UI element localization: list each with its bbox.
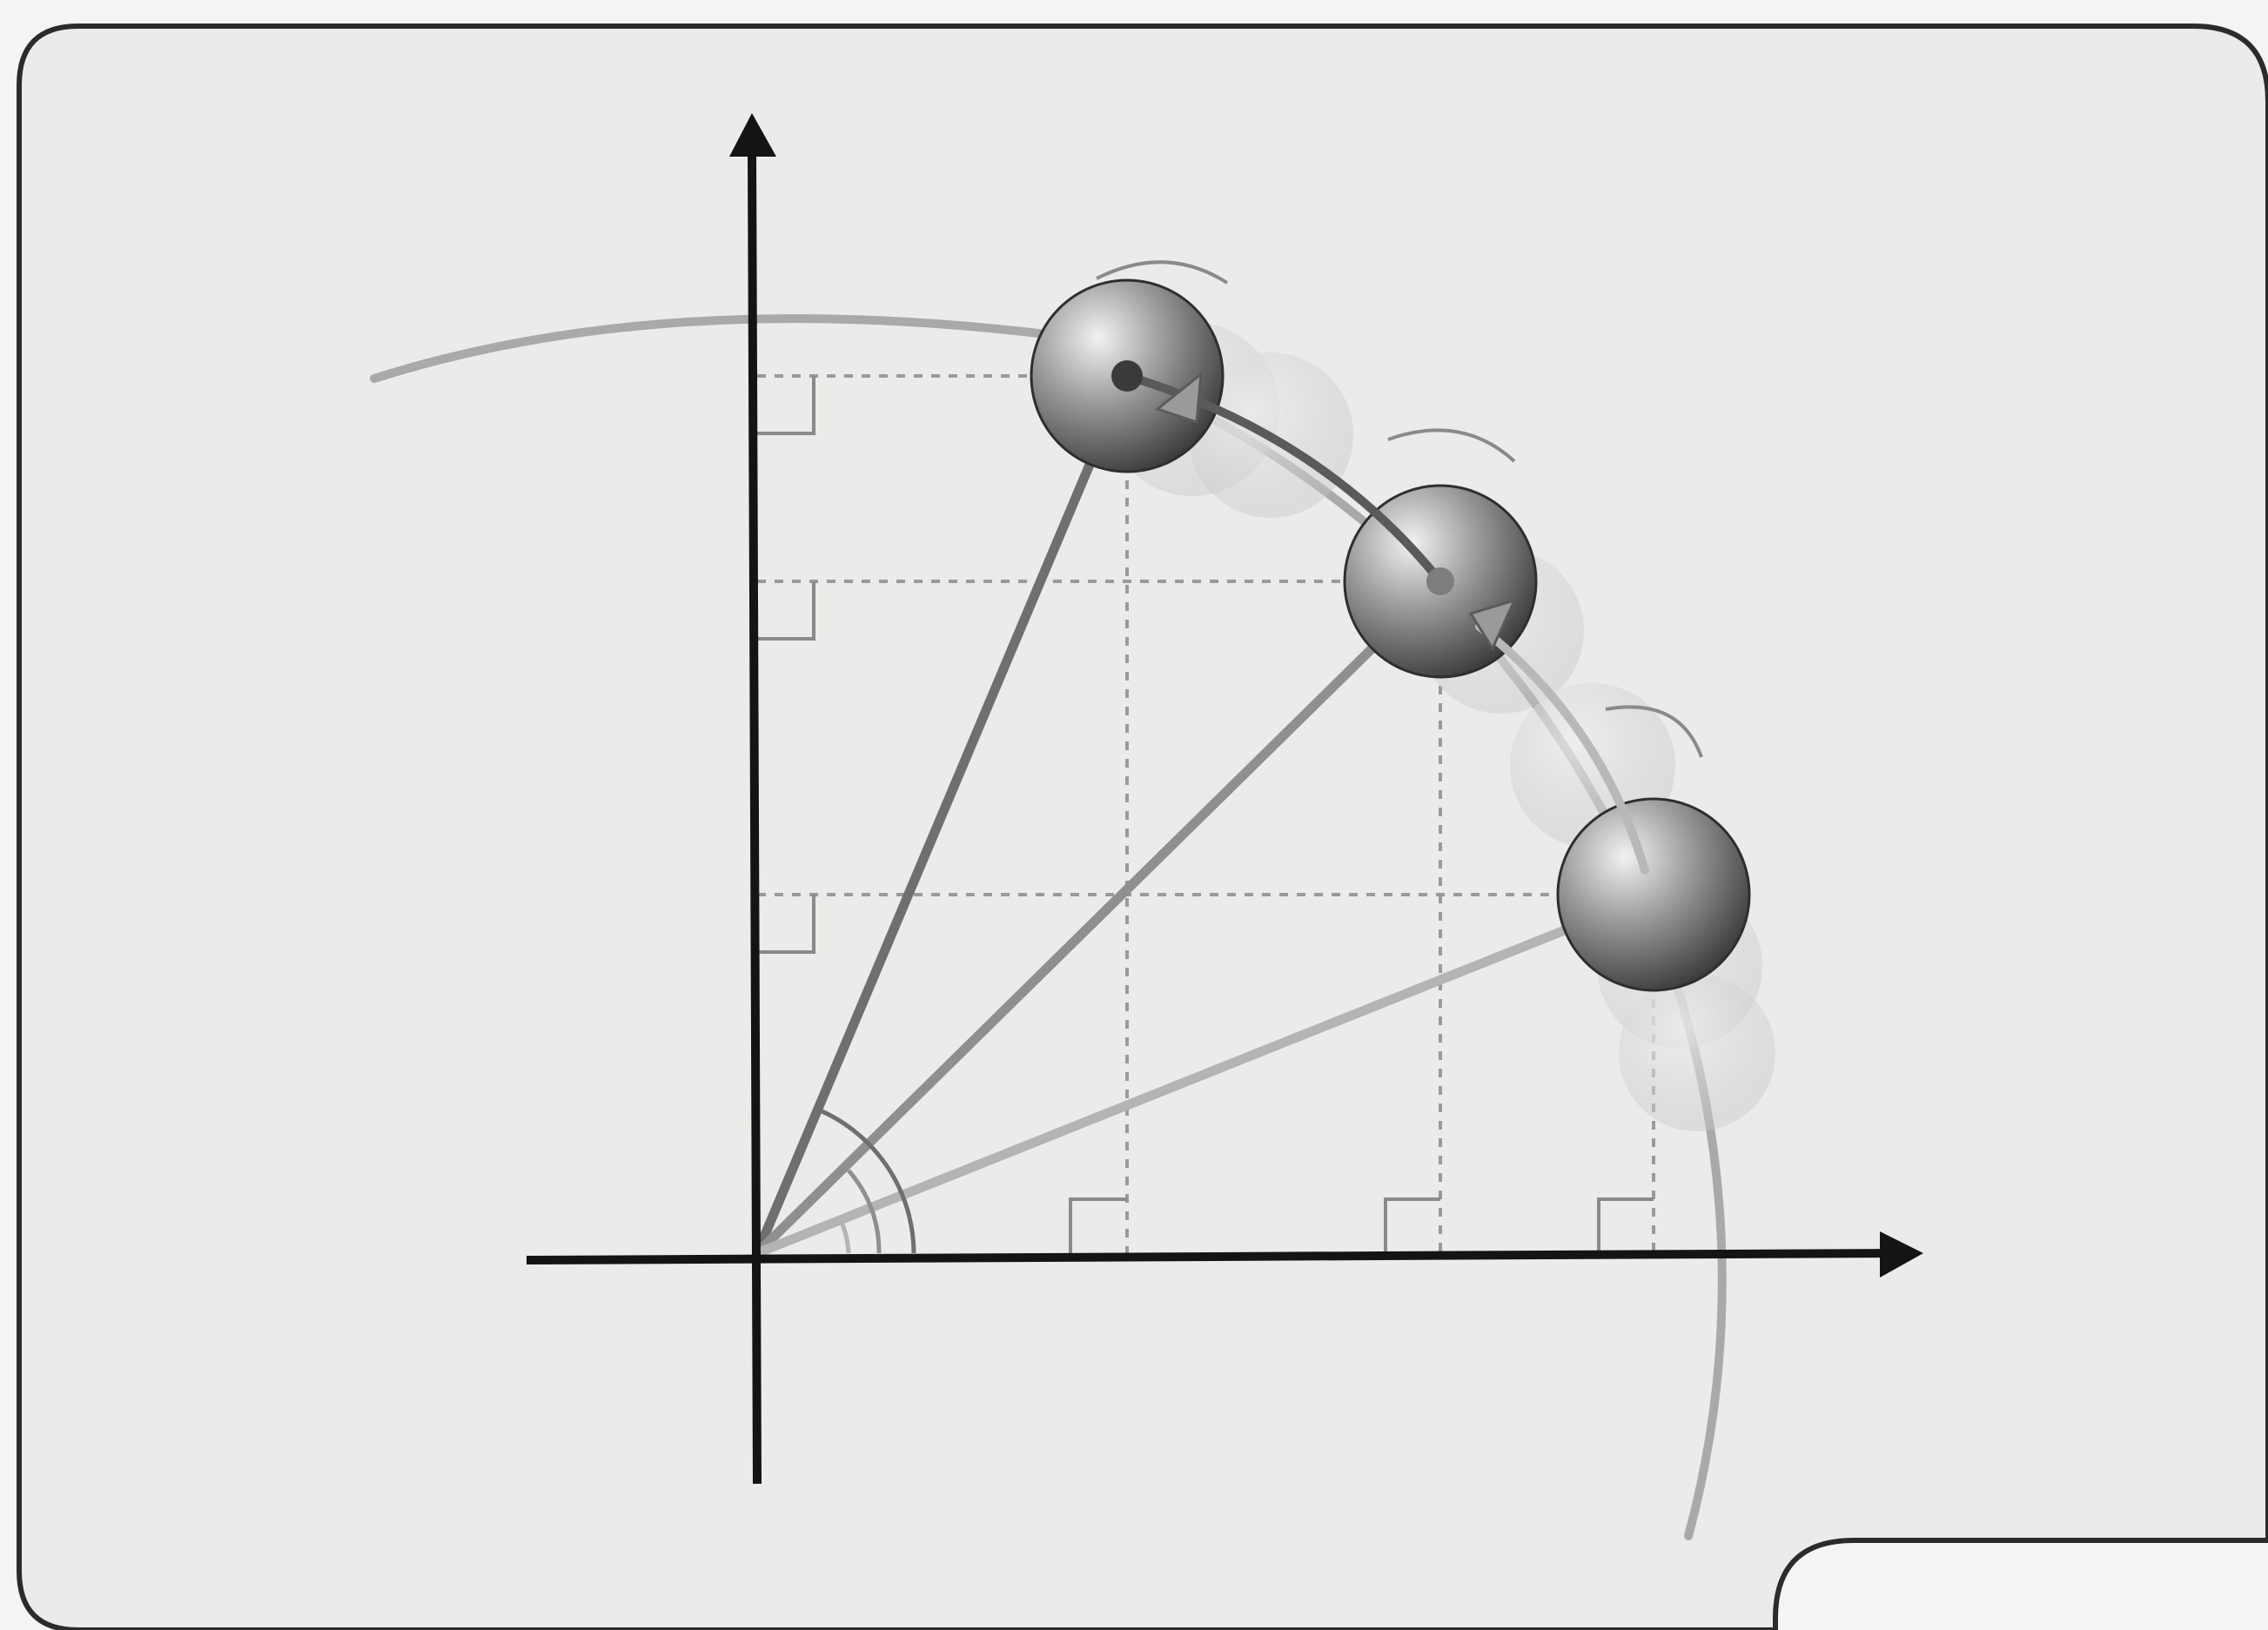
radius-line-2 xyxy=(752,576,1446,1258)
radius-line-3 xyxy=(752,889,1659,1258)
angle-arcs xyxy=(813,1105,916,1254)
direction-arrows xyxy=(1154,371,1517,652)
sphere-center-1 xyxy=(1111,360,1143,392)
radius-line-1 xyxy=(752,371,1132,1258)
y-axis xyxy=(748,151,762,1485)
sphere-center-2 xyxy=(1426,567,1454,595)
x-axis-arrow-icon xyxy=(1880,1231,1923,1278)
velocity-curve-2 xyxy=(1475,622,1649,875)
trajectory-arc xyxy=(370,314,1057,383)
panel-frame xyxy=(17,23,2268,1630)
y-axis-arrow-icon xyxy=(729,113,776,157)
right-angle-markers xyxy=(757,376,1654,1253)
sphere-position-3 xyxy=(1556,797,1751,992)
motion-swooshes xyxy=(1096,260,1703,758)
